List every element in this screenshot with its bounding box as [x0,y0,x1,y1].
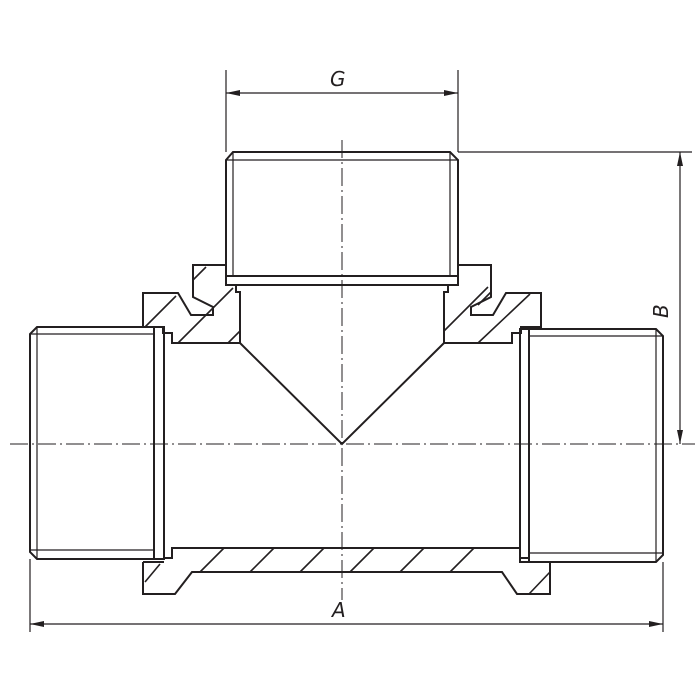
right-nipple [519,328,664,563]
dimension-g: G [225,67,459,152]
dimension-label-b: B [649,304,673,318]
body-lower-section [142,547,551,595]
center-lines [10,140,695,600]
dimension-label-g: G [330,67,346,91]
dimension-a: A [29,559,664,632]
dimension-label-a: A [330,598,346,622]
body-upper-section [142,264,542,446]
left-nipple [29,326,165,560]
hatching [144,547,551,595]
dimension-b: B [458,151,692,444]
hatching [144,266,531,344]
top-nipple [225,151,459,286]
